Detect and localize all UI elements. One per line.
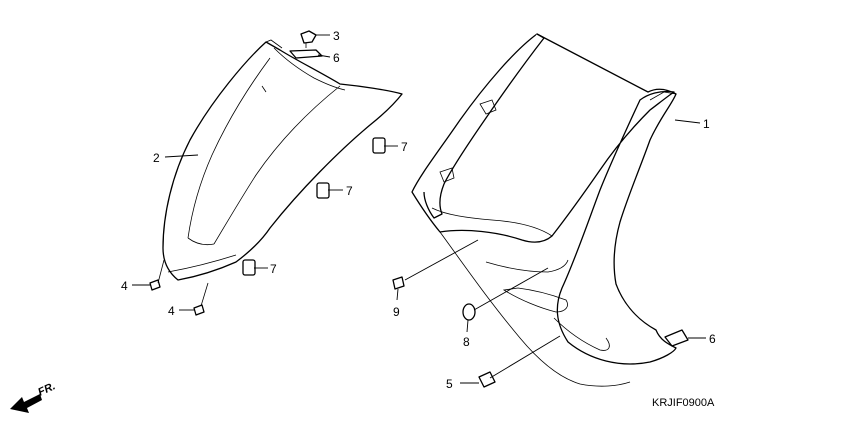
callout-4-a: 4	[121, 279, 128, 293]
callout-3: 3	[333, 29, 340, 43]
callout-9: 9	[393, 305, 400, 319]
grommet-8	[462, 303, 476, 321]
callout-7-c: 7	[270, 262, 277, 276]
front-direction-marker: FR.	[10, 380, 57, 413]
callout-5: 5	[446, 377, 453, 391]
screw-3	[300, 30, 317, 48]
screw-4-a	[149, 259, 165, 291]
leader-lines	[132, 34, 706, 384]
nut-7-c	[242, 259, 256, 276]
arrow-icon	[10, 394, 42, 413]
callout-4-b: 4	[168, 304, 175, 318]
callouts: 1 2 3 6 7 7 7 4 4 9 8 6 5	[121, 29, 716, 391]
nut-7-a	[372, 137, 386, 154]
front-cover	[411, 33, 677, 387]
callout-7-b: 7	[346, 184, 353, 198]
callout-6-lower: 6	[709, 332, 716, 346]
screw-9	[392, 276, 405, 290]
clip-6-lower	[664, 329, 689, 347]
callout-2: 2	[153, 151, 160, 165]
bolt-5	[478, 371, 496, 388]
callout-8: 8	[463, 335, 470, 349]
callout-6-upper: 6	[333, 51, 340, 65]
callout-7-a: 7	[401, 140, 408, 154]
front-label: FR.	[36, 380, 57, 398]
nut-7-b	[316, 182, 330, 199]
diagram-code: KRJIF0900A	[652, 397, 715, 409]
screw-4-b	[193, 282, 209, 316]
clip-6-upper	[289, 49, 323, 59]
front-top-cover	[162, 39, 403, 281]
callout-1: 1	[703, 117, 710, 131]
